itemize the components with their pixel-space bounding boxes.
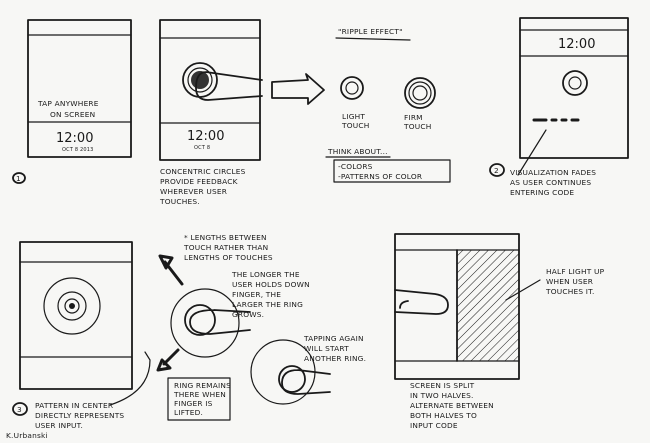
sketch-1-phone: TAP ANYWHERE ON SCREEN 12:00 OCT 8 2013 <box>28 20 131 157</box>
sketch-2-note: CONCENTRIC CIRCLES PROVIDE FEEDBACK WHER… <box>159 167 246 206</box>
ripple-title: "RIPPLE EFFECT" <box>338 27 403 36</box>
firm-touch-line1: FIRM <box>404 113 423 122</box>
svg-text:INPUT CODE: INPUT CODE <box>410 421 458 430</box>
sketch-right-time: 12:00 <box>558 37 595 52</box>
sketch-2-phone: 12:00 OCT 8 <box>160 20 262 160</box>
sketch-right-note: VISUALIZATION FADES AS USER CONTINUES EN… <box>510 168 596 197</box>
svg-text:THE LONGER THE: THE LONGER THE <box>231 270 300 279</box>
sketch-1-time: 12:00 <box>56 131 93 146</box>
svg-text:TAPPING AGAIN: TAPPING AGAIN <box>303 334 364 343</box>
svg-text:TOUCHES.: TOUCHES. <box>159 197 200 206</box>
svg-text:THERE WHEN: THERE WHEN <box>173 390 226 399</box>
light-touch-line2: TOUCH <box>341 121 369 130</box>
sketch-1-number-badge: 1 <box>13 173 25 183</box>
svg-text:LARGER THE RING: LARGER THE RING <box>232 300 303 309</box>
svg-text:WHEN USER: WHEN USER <box>546 277 593 286</box>
split-screen-phone <box>395 234 519 379</box>
svg-text:BOTH HALVES TO: BOTH HALVES TO <box>410 411 477 420</box>
svg-text:USER HOLDS DOWN: USER HOLDS DOWN <box>232 280 310 289</box>
sketch-3-pointer <box>110 352 150 405</box>
svg-text:TOUCH RATHER THAN: TOUCH RATHER THAN <box>183 243 268 252</box>
svg-text:USER INPUT.: USER INPUT. <box>35 421 83 430</box>
finger-icon <box>282 370 330 394</box>
svg-text:LENGTHS OF TOUCHES: LENGTHS OF TOUCHES <box>184 253 273 262</box>
right-arrow-icon <box>272 74 324 104</box>
ring-remains-note: RING REMAINS THERE WHEN FINGER IS LIFTED… <box>168 378 231 420</box>
ripple-effect-section: "RIPPLE EFFECT" LIGHT TOUCH FIRM TOUCH T… <box>326 27 450 182</box>
think-item-patterns: -PATTERNS OF COLOR <box>338 172 422 181</box>
think-about: THINK ABOUT... <box>327 147 388 156</box>
tap-anywhere-line2: ON SCREEN <box>50 110 95 119</box>
firm-touch-line2: TOUCH <box>403 122 431 131</box>
sketch-3-number-badge: 3 <box>13 403 27 415</box>
svg-text:DIRECTLY REPRESENTS: DIRECTLY REPRESENTS <box>35 411 124 420</box>
sketch-3-note: PATTERN IN CENTER DIRECTLY REPRESENTS US… <box>35 401 124 430</box>
sketch-2-date: OCT 8 <box>194 145 210 151</box>
svg-text:TOUCHES IT.: TOUCHES IT. <box>545 287 595 296</box>
svg-text:ALTERNATE BETWEEN: ALTERNATE BETWEEN <box>410 401 494 410</box>
shrink-arrow-icon <box>158 350 178 370</box>
svg-text:SCREEN IS SPLIT: SCREEN IS SPLIT <box>410 381 475 390</box>
think-item-colors: -COLORS <box>338 162 373 171</box>
sketch-3-phone <box>20 242 132 389</box>
svg-text:PROVIDE FEEDBACK: PROVIDE FEEDBACK <box>160 177 238 186</box>
svg-text:LIFTED.: LIFTED. <box>174 408 203 417</box>
svg-text:HALF LIGHT UP: HALF LIGHT UP <box>546 267 605 276</box>
signature: K.Urbanski <box>6 431 48 440</box>
light-touch-line1: LIGHT <box>342 112 365 121</box>
svg-text:1: 1 <box>16 174 21 183</box>
svg-text:FINGER, THE: FINGER, THE <box>232 290 281 299</box>
sketch-right-phone: 12:00 <box>518 18 628 175</box>
sketch-1-date: OCT 8 2013 <box>62 147 94 153</box>
svg-text:CONCENTRIC CIRCLES: CONCENTRIC CIRCLES <box>160 167 246 176</box>
svg-text:IN TWO HALVES.: IN TWO HALVES. <box>410 391 474 400</box>
sketch-2-time: 12:00 <box>187 129 224 144</box>
svg-text:AS USER CONTINUES: AS USER CONTINUES <box>510 178 591 187</box>
svg-text:PATTERN IN CENTER: PATTERN IN CENTER <box>35 401 113 410</box>
svg-text:3: 3 <box>17 405 22 414</box>
svg-text:2: 2 <box>494 166 499 175</box>
half-light-note: HALF LIGHT UP WHEN USER TOUCHES IT. <box>545 267 605 296</box>
tap-anywhere-line1: TAP ANYWHERE <box>37 99 99 108</box>
finger-icon <box>395 290 448 314</box>
svg-text:ENTERING CODE: ENTERING CODE <box>510 188 574 197</box>
svg-text:FINGER IS: FINGER IS <box>174 399 213 408</box>
expand-arrow-icon <box>160 256 182 284</box>
svg-text:WILL START: WILL START <box>304 344 349 353</box>
svg-text:RING REMAINS: RING REMAINS <box>174 381 231 390</box>
split-screen-note: SCREEN IS SPLIT IN TWO HALVES. ALTERNATE… <box>410 381 494 430</box>
svg-text:WHEREVER USER: WHEREVER USER <box>160 187 227 196</box>
middle-notes: * LENGTHS BETWEEN TOUCH RATHER THAN LENG… <box>183 233 366 363</box>
sketch-right-number-badge: 2 <box>490 164 504 176</box>
svg-text:* LENGTHS BETWEEN: * LENGTHS BETWEEN <box>184 233 267 242</box>
svg-text:VISUALIZATION FADES: VISUALIZATION FADES <box>510 168 596 177</box>
